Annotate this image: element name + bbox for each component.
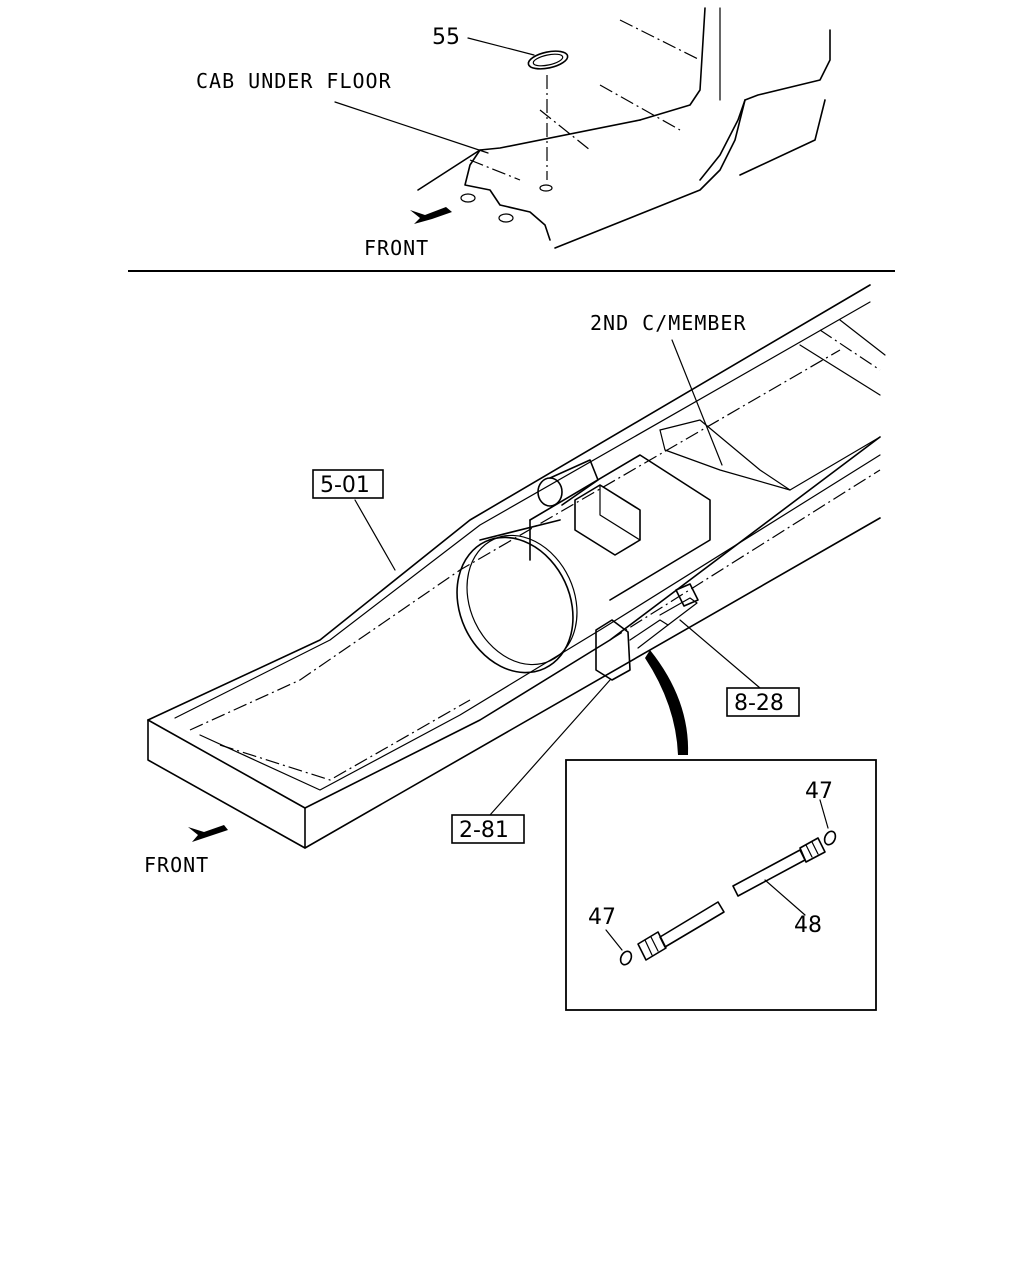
main-front-arrow-icon xyxy=(188,825,228,842)
main-view: 2ND C/MEMBER 5-01 8-28 2-81 FRONT xyxy=(144,284,886,877)
main-front-label: FRONT xyxy=(144,853,209,877)
ref-frame-label: 5-01 xyxy=(320,473,370,498)
detail-box: 47 47 48 xyxy=(565,759,877,1011)
top-front-label: FRONT xyxy=(364,236,429,260)
crossmember-label: 2ND C/MEMBER xyxy=(590,311,747,335)
pipe-label: 48 xyxy=(794,913,822,938)
oring-bottom-label: 47 xyxy=(588,905,616,930)
oring-top-label: 47 xyxy=(805,779,833,804)
top-view: 55 CAB UNDER FLOOR FRONT xyxy=(196,7,831,260)
oring-top-icon xyxy=(823,830,837,846)
part-55-label: 55 xyxy=(432,25,460,50)
detail-pointer-icon xyxy=(645,650,689,755)
ref-bracket-label: 2-81 xyxy=(459,818,509,843)
cab-under-floor-label: CAB UNDER FLOOR xyxy=(196,69,392,93)
ref-sensor-label: 8-28 xyxy=(734,691,784,716)
drum-tank xyxy=(456,536,574,674)
plug-55-icon xyxy=(527,50,569,70)
front-arrow-icon xyxy=(410,207,452,224)
oring-bottom-icon xyxy=(619,950,633,966)
